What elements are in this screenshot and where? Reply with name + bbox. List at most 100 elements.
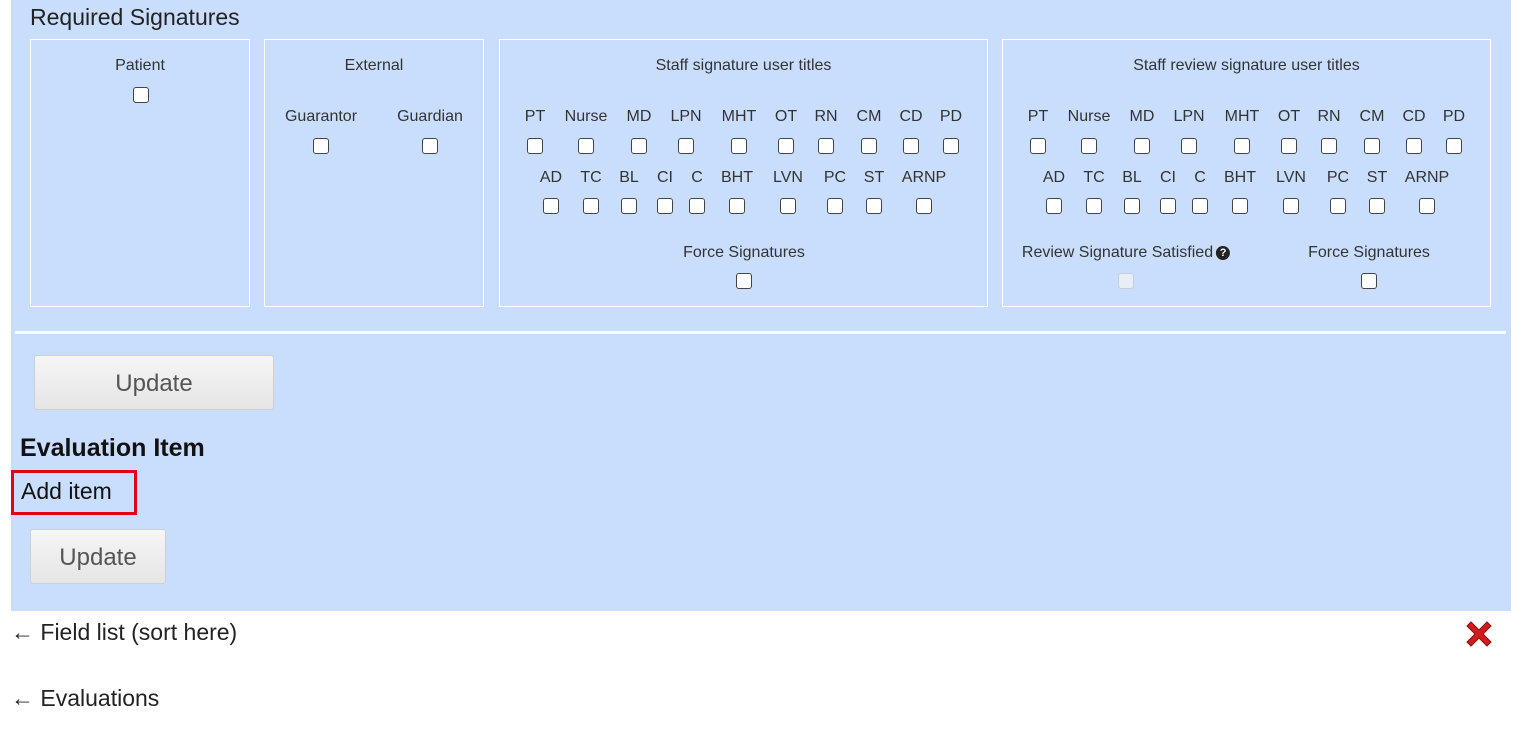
review-checkbox-pd[interactable] [1446, 138, 1462, 154]
staff-force-label: Force Signatures [683, 244, 805, 261]
review-checkbox-pt[interactable] [1030, 138, 1046, 154]
staff-checkbox-mht[interactable] [731, 138, 747, 154]
evaluation-item-heading: Evaluation Item [20, 434, 205, 462]
review-checkbox-nurse[interactable] [1081, 138, 1097, 154]
staff-checkbox-ot[interactable] [778, 138, 794, 154]
staff-checkbox-md[interactable] [631, 138, 647, 154]
review-checkbox-lvn[interactable] [1283, 198, 1299, 214]
review-label-lvn: LVN [1276, 169, 1306, 186]
staff-checkbox-pd[interactable] [943, 138, 959, 154]
staff-checkbox-cd[interactable] [903, 138, 919, 154]
review-label-cd: CD [1402, 108, 1426, 125]
staff-label-arnp: ARNP [901, 169, 947, 186]
review-satisfied-checkbox [1118, 273, 1134, 289]
staff-label-st: ST [863, 169, 885, 186]
close-x-icon[interactable] [1462, 617, 1496, 651]
patient-box: Patient [30, 39, 250, 307]
external-checkbox-guarantor[interactable] [313, 138, 329, 154]
patient-title: Patient [115, 57, 165, 74]
update-button[interactable]: Update [34, 355, 274, 410]
review-checkbox-ot[interactable] [1281, 138, 1297, 154]
review-checkbox-cm[interactable] [1364, 138, 1380, 154]
staff-label-pc: PC [823, 169, 847, 186]
divider [15, 331, 1506, 334]
staff-review-box: Staff review signature user titles Revie… [1002, 39, 1491, 307]
staff-checkbox-tc[interactable] [583, 198, 599, 214]
review-label-ot: OT [1277, 108, 1301, 125]
review-checkbox-bl[interactable] [1124, 198, 1140, 214]
review-checkbox-rn[interactable] [1321, 138, 1337, 154]
staff-label-pd: PD [939, 108, 963, 125]
review-label-nurse: Nurse [1067, 108, 1111, 125]
field-list-link[interactable]: ← Field list (sort here) [11, 619, 238, 645]
review-checkbox-c[interactable] [1192, 198, 1208, 214]
review-label-arnp: ARNP [1404, 169, 1450, 186]
staff-checkbox-lvn[interactable] [780, 198, 796, 214]
staff-label-rn: RN [814, 108, 838, 125]
staff-label-cd: CD [899, 108, 923, 125]
review-checkbox-ci[interactable] [1160, 198, 1176, 214]
review-satisfied-label: Review Signature Satisfied? [1021, 244, 1231, 262]
staff-checkbox-cm[interactable] [861, 138, 877, 154]
staff-checkbox-bl[interactable] [621, 198, 637, 214]
staff-checkbox-c[interactable] [689, 198, 705, 214]
staff-checkbox-st[interactable] [866, 198, 882, 214]
evaluations-link[interactable]: ← Evaluations [11, 685, 160, 711]
staff-label-tc: TC [580, 169, 602, 186]
staff-review-title: Staff review signature user titles [1133, 57, 1360, 74]
staff-label-nurse: Nurse [564, 108, 608, 125]
review-label-c: C [1194, 169, 1206, 186]
review-checkbox-cd[interactable] [1406, 138, 1422, 154]
review-label-pc: PC [1326, 169, 1350, 186]
external-box: External Guarantor Guardian [264, 39, 484, 307]
question-circle-icon[interactable]: ? [1216, 246, 1231, 260]
review-checkbox-arnp[interactable] [1419, 198, 1435, 214]
add-item-link[interactable]: Add item [11, 470, 137, 515]
section-title: Required Signatures [30, 4, 240, 30]
external-label-guardian: Guardian [397, 108, 463, 125]
review-checkbox-tc[interactable] [1086, 198, 1102, 214]
review-checkbox-st[interactable] [1369, 198, 1385, 214]
review-checkbox-ad[interactable] [1046, 198, 1062, 214]
staff-checkbox-rn[interactable] [818, 138, 834, 154]
review-force-label: Force Signatures [1308, 244, 1430, 261]
review-satisfied-text: Review Signature Satisfied [1021, 244, 1214, 261]
review-checkbox-mht[interactable] [1234, 138, 1250, 154]
review-label-rn: RN [1317, 108, 1341, 125]
review-label-pt: PT [1027, 108, 1049, 125]
review-label-ad: AD [1042, 169, 1066, 186]
staff-checkbox-ad[interactable] [543, 198, 559, 214]
evaluation-update-button[interactable]: Update [30, 529, 166, 584]
staff-checkbox-lpn[interactable] [678, 138, 694, 154]
staff-label-cm: CM [856, 108, 882, 125]
staff-checkbox-ci[interactable] [657, 198, 673, 214]
review-label-st: ST [1366, 169, 1388, 186]
staff-force-checkbox[interactable] [736, 273, 752, 289]
staff-label-lvn: LVN [773, 169, 803, 186]
staff-checkbox-bht[interactable] [729, 198, 745, 214]
staff-label-c: C [691, 169, 703, 186]
review-label-md: MD [1129, 108, 1155, 125]
review-label-tc: TC [1083, 169, 1105, 186]
review-label-pd: PD [1442, 108, 1466, 125]
review-label-lpn: LPN [1173, 108, 1205, 125]
staff-checkbox-nurse[interactable] [578, 138, 594, 154]
review-checkbox-pc[interactable] [1330, 198, 1346, 214]
review-checkbox-bht[interactable] [1232, 198, 1248, 214]
staff-label-bht: BHT [721, 169, 753, 186]
review-checkbox-lpn[interactable] [1181, 138, 1197, 154]
staff-signature-box: Staff signature user titles Force Signat… [499, 39, 988, 307]
staff-checkbox-pt[interactable] [527, 138, 543, 154]
review-checkbox-md[interactable] [1134, 138, 1150, 154]
staff-checkbox-arnp[interactable] [916, 198, 932, 214]
external-checkbox-guardian[interactable] [422, 138, 438, 154]
review-force-checkbox[interactable] [1361, 273, 1377, 289]
patient-checkbox[interactable] [133, 87, 149, 103]
required-signatures-panel: Required Signatures Patient External Gua… [11, 0, 1511, 611]
staff-label-bl: BL [619, 169, 639, 186]
review-label-ci: CI [1160, 169, 1176, 186]
staff-checkbox-pc[interactable] [827, 198, 843, 214]
review-label-mht: MHT [1224, 108, 1260, 125]
review-label-bl: BL [1122, 169, 1142, 186]
staff-label-ci: CI [657, 169, 673, 186]
